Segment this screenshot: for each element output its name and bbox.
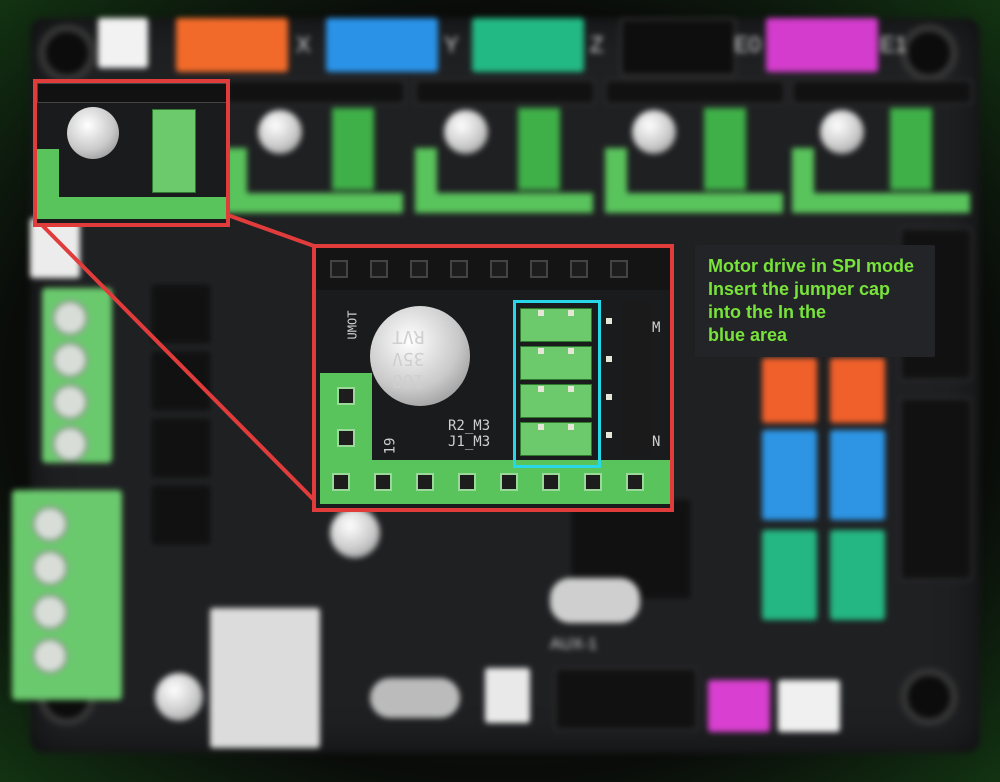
- reset-button: [485, 668, 530, 723]
- control-board: X Y Z E0 E1: [12, 18, 980, 753]
- endstop-connector: [762, 358, 817, 423]
- mosfet: [150, 417, 212, 479]
- endstop-connector: [830, 430, 885, 520]
- axis-label-z: Z: [590, 32, 604, 57]
- white-connector: [98, 18, 148, 68]
- exp-header: [900, 398, 972, 580]
- driver-socket: [792, 193, 970, 213]
- e1-motor-connector: [766, 18, 878, 72]
- silkscreen-m: M: [652, 320, 661, 336]
- spi-mode-callout: Motor drive in SPI mode Insert the jumpe…: [695, 245, 935, 357]
- callout-line-2: Insert the jumper cap: [708, 279, 891, 299]
- jumper-block: [332, 108, 374, 190]
- terminal-screw: [52, 342, 88, 378]
- capacitor: [444, 110, 488, 154]
- capacitor: [330, 508, 380, 558]
- mosfet: [150, 350, 212, 412]
- jumper-cap: [520, 346, 592, 380]
- aux-label: AUX-1: [550, 636, 598, 653]
- endstop-connector: [830, 530, 885, 620]
- white-connector: [30, 218, 80, 278]
- z-motor-connector: [472, 18, 584, 72]
- crystal: [550, 578, 640, 623]
- axis-label-y: Y: [444, 32, 459, 57]
- pin-header: [605, 80, 785, 104]
- silkscreen-19: 19: [382, 437, 399, 455]
- mosfet: [150, 484, 212, 546]
- endstop-connector: [762, 530, 817, 620]
- y-motor-connector: [326, 18, 438, 72]
- capacitor: [632, 110, 676, 154]
- jumper-block: [890, 108, 932, 190]
- pin-header: [415, 80, 595, 104]
- terminal-screw: [32, 638, 68, 674]
- mount-hole: [900, 668, 958, 726]
- mosfet: [150, 283, 212, 345]
- top-pin-header: [316, 248, 670, 290]
- driver-socket-bottom: [320, 460, 670, 504]
- capacitor: [820, 110, 864, 154]
- callout-line-4: blue area: [708, 325, 788, 345]
- umot-label: UMOT: [345, 310, 360, 340]
- jumper-block: [152, 109, 196, 193]
- capacitor-text-value: 100: [392, 370, 425, 391]
- driver-socket: [415, 148, 437, 198]
- axis-label-e1: E1: [880, 32, 907, 57]
- pin-header: [792, 80, 972, 104]
- capacitor: [67, 107, 119, 159]
- terminal-screw: [52, 300, 88, 336]
- usb-port: [210, 608, 320, 748]
- capacitor: [258, 110, 302, 154]
- white-connector: [778, 680, 840, 732]
- axis-label-e0: E0: [734, 32, 761, 57]
- pink-connector: [708, 680, 770, 732]
- zoomed-driver-view: RVT 35V 100 UMOT R2_M3 J1_M3 19: [312, 244, 674, 512]
- driver-socket: [225, 193, 403, 213]
- driver-socket: [225, 148, 247, 198]
- driver-socket: [37, 149, 59, 199]
- terminal-screw: [52, 426, 88, 462]
- driver-socket: [605, 148, 627, 198]
- callout-line-3: into the In the: [708, 302, 826, 322]
- driver-socket: [605, 193, 783, 213]
- mount-hole: [38, 24, 96, 82]
- capacitor-text-volt: 35V: [392, 348, 425, 369]
- jumper-cap: [520, 422, 592, 456]
- pin-header: [225, 80, 405, 104]
- axis-label-x: X: [296, 32, 311, 57]
- driver-socket: [415, 193, 593, 213]
- terminal-screw: [52, 384, 88, 420]
- x-motor-connector: [176, 18, 288, 72]
- side-header: [622, 300, 652, 455]
- callout-line-1: Motor drive in SPI mode: [708, 256, 915, 276]
- silkscreen-j1: J1_M3: [448, 434, 491, 450]
- capacitor-text-rvt: RVT: [392, 326, 425, 347]
- source-highlight-box: [33, 79, 230, 227]
- crystal: [370, 678, 460, 718]
- mount-hole: [900, 24, 958, 82]
- driver-socket-left: [320, 373, 372, 468]
- jumper-cap: [520, 384, 592, 418]
- endstop-connector: [762, 430, 817, 520]
- jumper-block: [704, 108, 746, 190]
- terminal-screw: [32, 506, 68, 542]
- capacitor: [155, 673, 203, 721]
- driver-socket: [792, 148, 814, 198]
- silkscreen-r2: R2_M3: [448, 418, 491, 434]
- terminal-screw: [32, 550, 68, 586]
- aux-header: [555, 668, 697, 730]
- terminal-screw: [32, 594, 68, 630]
- electrolytic-capacitor: [370, 306, 470, 406]
- endstop-connector: [830, 358, 885, 423]
- blue-area-highlight: [513, 300, 601, 468]
- pin-header: [37, 83, 226, 103]
- jumper-cap: [520, 308, 592, 342]
- silkscreen-n: N: [652, 434, 661, 450]
- driver-socket: [37, 197, 226, 219]
- e0-motor-connector: [620, 18, 736, 76]
- jumper-block: [518, 108, 560, 190]
